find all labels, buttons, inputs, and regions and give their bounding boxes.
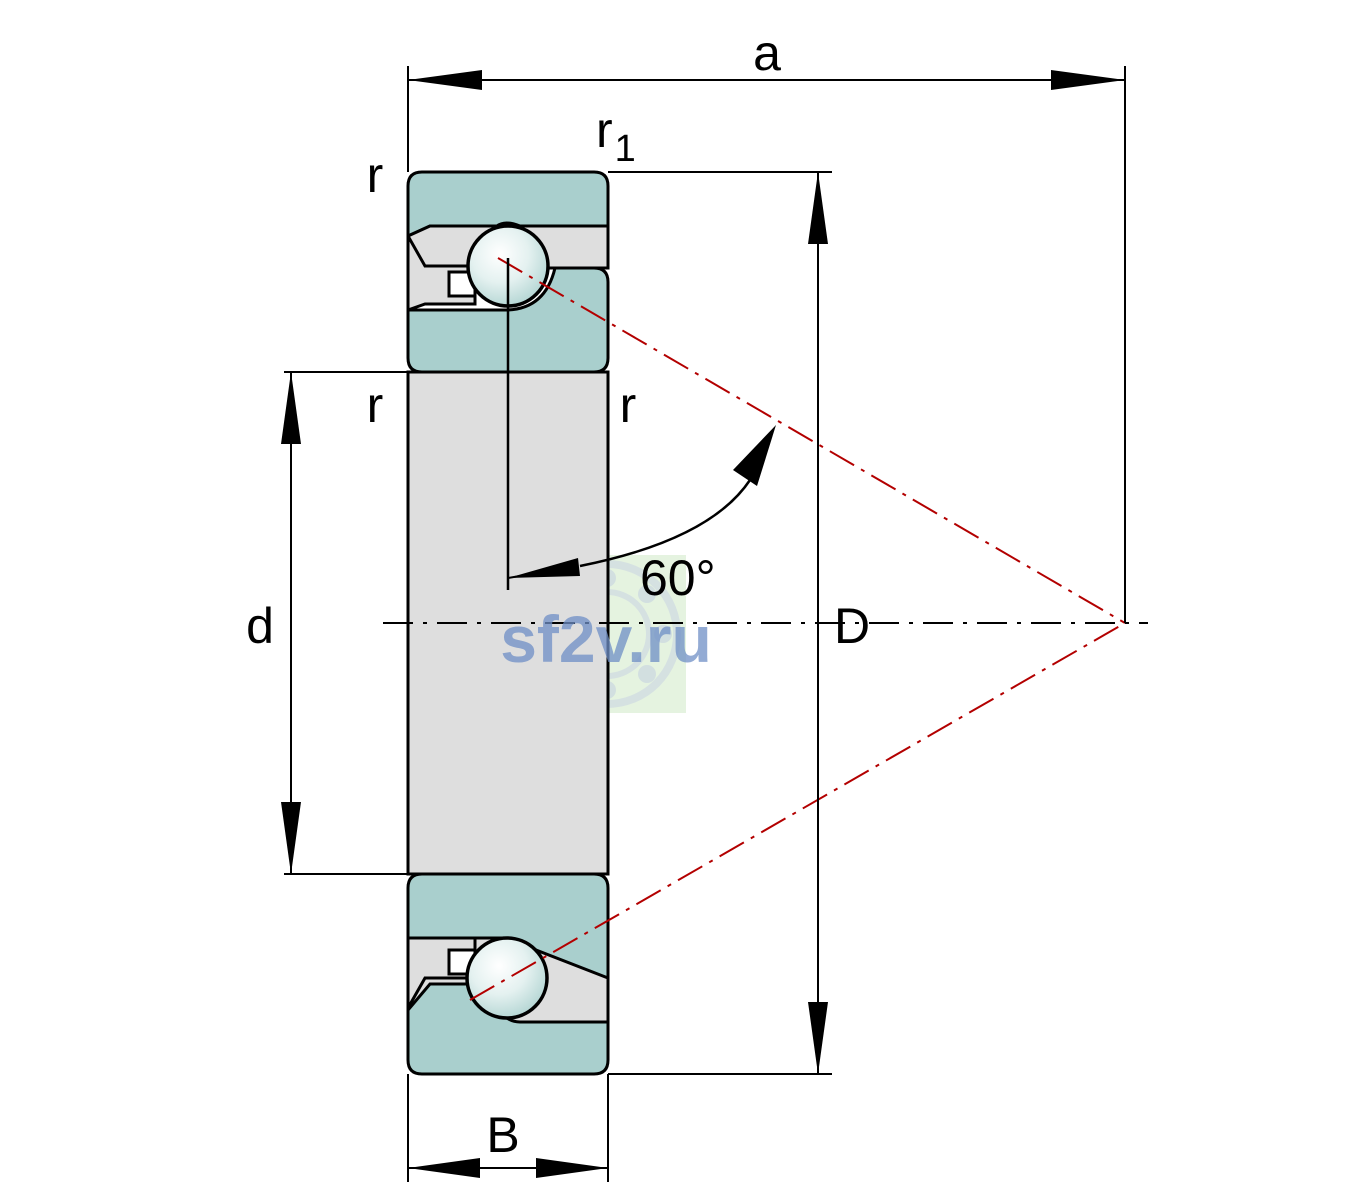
dimension-a xyxy=(408,70,1125,90)
label-B: B xyxy=(486,1107,519,1163)
contact-lines xyxy=(469,257,1126,1001)
extension-lines xyxy=(284,66,1126,1182)
angle-arrow-top xyxy=(733,425,776,486)
label-angle: 60° xyxy=(640,550,716,606)
watermark-text: sf2v.ru xyxy=(500,602,712,676)
lower-ring-section xyxy=(406,872,610,1076)
angle-arc xyxy=(579,479,752,568)
label-r-top-left: r xyxy=(367,147,384,203)
label-r1-main: r xyxy=(596,102,613,158)
label-r1-sub: 1 xyxy=(615,128,636,170)
label-a: a xyxy=(753,25,781,81)
angle-arrow-bottom xyxy=(508,558,580,578)
label-D: D xyxy=(834,598,870,654)
lower-ball xyxy=(465,936,549,1020)
dimension-d xyxy=(281,372,301,874)
dimension-D xyxy=(808,172,828,1074)
upper-outer-ring xyxy=(406,170,610,239)
label-r-bore-left: r xyxy=(367,377,384,433)
label-d: d xyxy=(246,598,274,654)
upper-contact-line xyxy=(497,257,1126,624)
dimension-B xyxy=(408,1158,608,1178)
label-r-bore-right: r xyxy=(620,377,637,433)
label-r1: r1 xyxy=(596,102,636,170)
lower-contact-line xyxy=(469,622,1126,1001)
